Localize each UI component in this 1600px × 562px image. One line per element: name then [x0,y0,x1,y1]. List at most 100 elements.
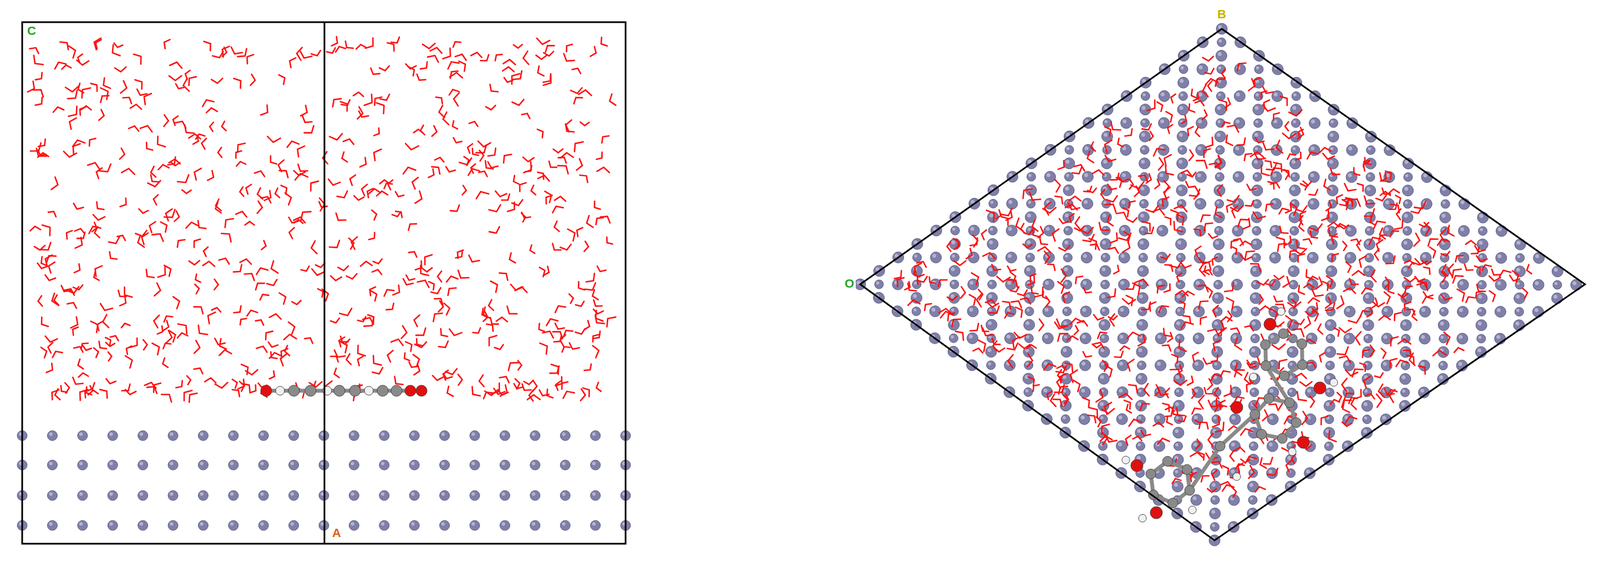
atom-highlight [1026,240,1031,245]
water-molecule [146,142,153,151]
atom [305,385,317,397]
water-molecule [188,134,201,140]
water-molecule [233,265,242,273]
atom-highlight [1249,483,1254,487]
water-molecule [67,90,78,99]
atom-highlight [1268,469,1273,474]
metal-atom [1401,334,1411,344]
atom [390,385,403,397]
atom-highlight [200,432,204,436]
atom-highlight [1497,281,1502,286]
water-molecule [177,333,189,339]
metal-atom [911,265,923,277]
atom-highlight [410,432,415,436]
atom-highlight [1211,483,1216,487]
atom-highlight [1120,254,1125,258]
water-molecule [53,107,64,113]
metal-atom [439,460,450,471]
water-molecule [164,316,174,323]
metal-atom [1210,495,1220,505]
metal-atom [1437,346,1449,358]
atom-highlight [1292,120,1297,124]
metal-atom [1135,373,1147,385]
water-molecule [260,294,269,301]
water-molecule [41,317,49,327]
water-molecule [293,219,303,224]
metal-atom [1288,265,1300,277]
water-molecule [256,346,267,353]
water-molecule [105,342,115,347]
atom-highlight [1063,335,1068,339]
atom-highlight [1007,281,1012,286]
metal-atom [1004,332,1016,344]
atom-highlight [1292,147,1297,151]
atom-highlight [1327,362,1331,367]
metal-atom [1195,171,1207,183]
metal-atom [950,280,959,289]
metal-atom [228,490,239,501]
water-molecule [151,234,164,242]
metal-atom [288,430,299,441]
water-molecule [209,122,214,132]
atom-highlight [1291,227,1295,232]
water-molecule [246,184,252,195]
water-molecule [392,211,401,217]
water-molecule [554,221,560,232]
water-molecule [281,348,288,359]
atom-highlight [1102,255,1106,259]
atom-highlight [1175,443,1179,448]
water-molecule [162,358,168,368]
water-molecule [66,286,79,294]
water-molecule [539,343,547,355]
water-molecule [45,336,58,343]
water-molecule [29,47,39,54]
metal-atom [1100,211,1112,223]
water-molecule [445,368,457,375]
metal-atom [1210,427,1222,439]
water-molecule [507,202,515,212]
water-molecule [189,260,200,266]
water-molecule [235,150,242,159]
metal-atom [168,490,179,501]
water-molecule [351,236,358,250]
atom-highlight [1310,173,1315,178]
water-molecule [489,204,501,212]
atom-highlight [1118,442,1122,447]
metal-atom [929,306,941,318]
metal-atom [1177,145,1187,155]
water-molecule [217,147,222,158]
metal-atom [1064,172,1074,182]
water-molecule [579,175,588,183]
atom-highlight [79,492,83,496]
water-molecule [204,41,211,51]
water-molecule [592,331,601,339]
atom-highlight [987,348,992,353]
metal-atom [1325,388,1335,398]
water-molecule [297,146,305,157]
metal-atom [1137,361,1147,370]
water-molecule [593,300,602,307]
water-molecule [471,387,481,397]
atom-highlight [1121,227,1126,232]
water-molecule [447,386,454,397]
metal-atom [1366,145,1376,155]
metal-atom [1061,319,1073,331]
atom-highlight [1554,282,1558,286]
atom-highlight [501,461,506,466]
atom-highlight [1179,133,1183,137]
water-molecule [211,78,223,84]
atom-highlight [988,308,993,313]
water-molecule [175,83,185,89]
metal-atom [1402,185,1414,197]
metal-atom [47,430,58,441]
water-molecule [140,125,152,132]
metal-atom [1495,252,1507,264]
water-molecule [207,312,216,324]
atom-highlight [1271,254,1276,259]
water-molecule [235,211,247,218]
metal-atom [1232,171,1244,183]
metal-atom [1266,440,1278,452]
metal-atom [1005,252,1017,264]
atom-highlight [1327,321,1332,326]
atom-highlight [1230,469,1235,474]
